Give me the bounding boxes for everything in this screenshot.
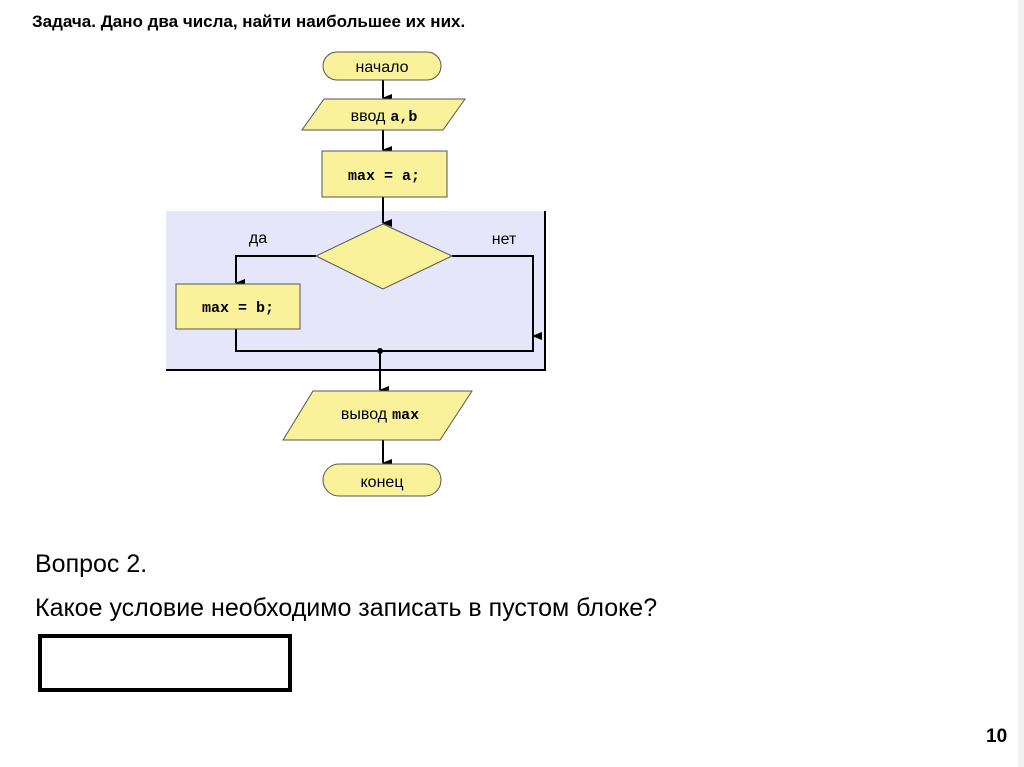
start-label: начало <box>355 59 408 76</box>
question-number: Вопрос 2. <box>35 550 148 578</box>
assign-b-label: max = b; <box>202 300 274 317</box>
no-label: нет <box>492 231 517 248</box>
input-block <box>301 98 466 131</box>
question-text: Какое условие необходимо записать в пуст… <box>35 594 658 622</box>
task-title: Задача. Дано два числа, найти наибольшее… <box>32 12 466 31</box>
assign-a-label: max = a; <box>348 168 420 185</box>
assign-b-block <box>175 283 301 330</box>
end-label: конец <box>361 474 404 491</box>
output-block <box>282 390 473 441</box>
start-block <box>322 51 442 81</box>
yes-label: да <box>249 230 267 247</box>
end-block <box>322 463 442 497</box>
slide-edge <box>1018 0 1024 767</box>
page-number: 10 <box>986 726 1008 747</box>
answer-box[interactable] <box>38 634 292 692</box>
assign-a-block <box>321 150 448 198</box>
condition-block <box>314 223 454 290</box>
